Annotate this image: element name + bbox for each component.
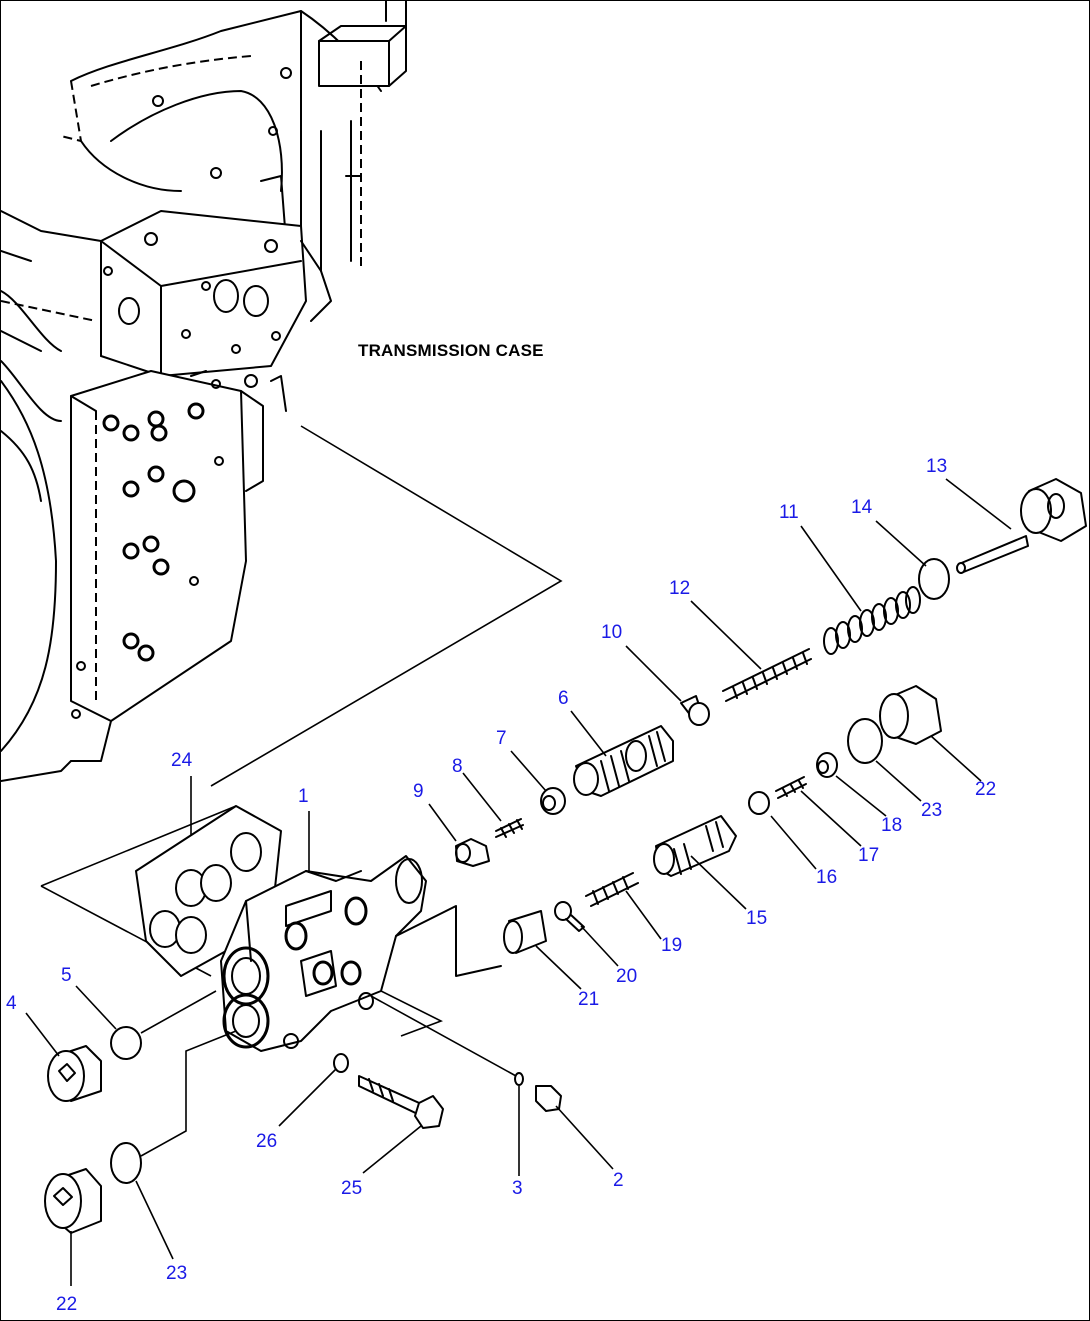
valve-body [220, 855, 502, 1052]
ring-16 [748, 791, 770, 815]
o-ring-23-right [847, 718, 883, 764]
callout-3: 3 [512, 1178, 523, 1199]
plug-9 [455, 838, 490, 867]
cap-18 [816, 752, 838, 778]
plug-rod-13 [956, 478, 1087, 574]
callout-4: 4 [6, 993, 17, 1014]
washer [333, 1053, 349, 1073]
screw-20 [554, 901, 585, 932]
spool-15 [653, 815, 737, 877]
plug-22-right [879, 685, 942, 745]
plug-21 [503, 910, 547, 954]
callout-5: 5 [61, 965, 72, 986]
plug-left-lower [44, 1168, 102, 1234]
lower-plug-projection [140, 1030, 237, 1157]
callout-19: 19 [661, 935, 683, 956]
callout-24: 24 [171, 750, 193, 771]
spring-8 [495, 818, 524, 838]
callout-23-right: 23 [921, 800, 943, 821]
o-ring-projection [140, 990, 217, 1034]
callout-17: 17 [858, 845, 880, 866]
callout-8: 8 [452, 756, 463, 777]
callout-2: 2 [613, 1170, 624, 1191]
callout-leaders [25, 478, 1012, 1286]
callout-7: 7 [496, 728, 507, 749]
clip-10 [680, 695, 710, 726]
callout-22-bottom: 22 [56, 1294, 78, 1315]
o-ring-14 [918, 558, 950, 600]
bolt [358, 1075, 444, 1129]
plug-projection [370, 995, 517, 1077]
callout-1: 1 [298, 786, 309, 807]
plug-left-upper [47, 1045, 102, 1102]
spring-19 [585, 872, 639, 907]
callout-10: 10 [601, 622, 623, 643]
callout-9: 9 [413, 781, 424, 802]
o-ring-small [514, 1072, 524, 1086]
spring-17 [775, 776, 807, 799]
callout-6: 6 [558, 688, 569, 709]
callout-18: 18 [881, 815, 903, 836]
spring-12 [722, 648, 812, 702]
callout-11: 11 [779, 502, 799, 523]
callout-14: 14 [851, 497, 873, 518]
spring-11 [823, 586, 921, 655]
callout-22-right: 22 [975, 779, 997, 800]
ring-7 [540, 787, 566, 815]
transmission-case [1, 1, 407, 782]
callout-15: 15 [746, 908, 768, 929]
callout-16: 16 [816, 867, 838, 888]
o-ring-lower-left [110, 1142, 142, 1184]
callout-20: 20 [616, 966, 638, 987]
o-ring-left [110, 1026, 142, 1060]
callout-13: 13 [926, 456, 948, 477]
callout-26: 26 [256, 1131, 278, 1152]
callout-12: 12 [669, 578, 691, 599]
callout-25: 25 [341, 1178, 363, 1199]
spool-6 [573, 725, 674, 797]
transmission-case-label: TRANSMISSION CASE [358, 341, 544, 360]
callout-21: 21 [578, 989, 600, 1010]
callout-23-bottom: 23 [166, 1263, 188, 1284]
